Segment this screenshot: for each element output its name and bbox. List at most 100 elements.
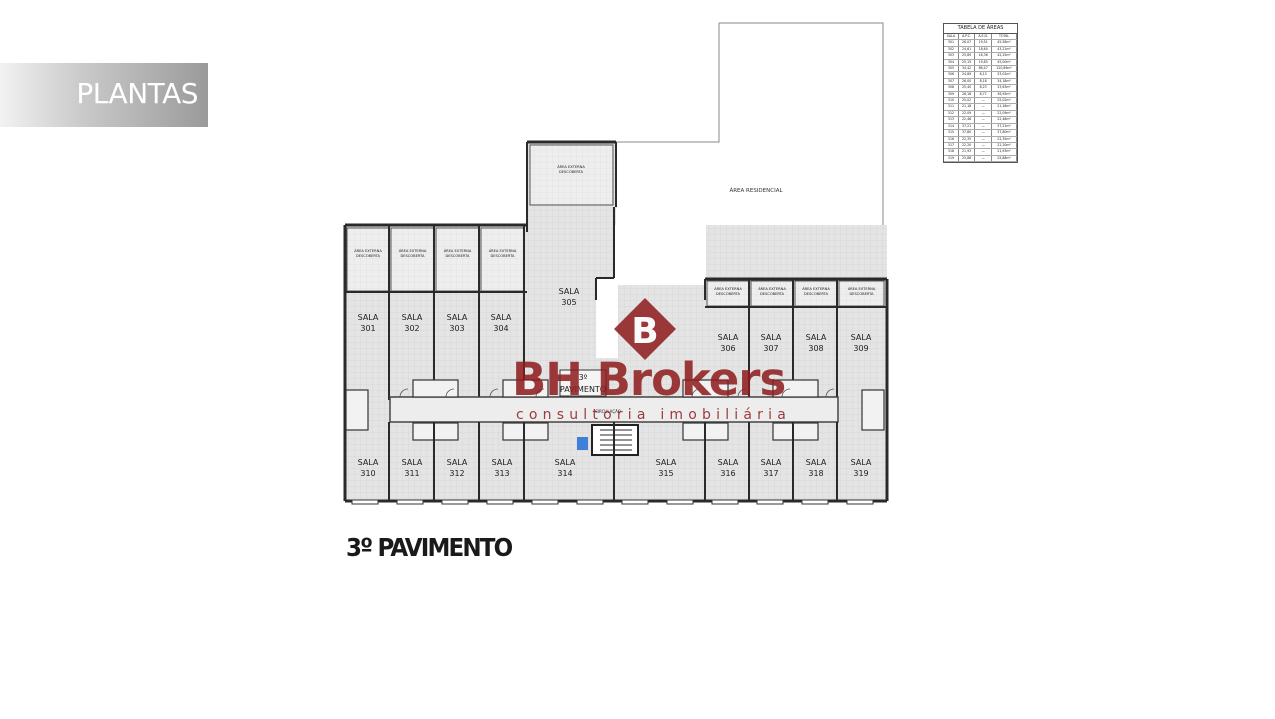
external-area-label: DESCOBERTA	[760, 292, 785, 296]
area-table-cell: 21,18	[958, 103, 976, 111]
area-table-cell: 21,18m²	[991, 103, 1017, 111]
external-area-label: ÁREA EXTERNA	[399, 248, 427, 253]
external-area-label: ÁREA EXTERNA	[489, 248, 517, 253]
restroom	[412, 379, 459, 398]
window	[441, 499, 469, 505]
area-table-cell: 21,93	[958, 148, 976, 156]
area-table-cell: 25,40	[958, 84, 976, 92]
door-swing	[535, 388, 545, 398]
external-area	[346, 227, 390, 292]
external-area-label: DESCOBERTA	[356, 254, 381, 258]
external-area-label: DESCOBERTA	[716, 292, 741, 296]
door-swing	[737, 388, 747, 398]
area-table-cell: —	[974, 123, 993, 131]
area-table-header-cell: SALA	[944, 34, 959, 41]
room-number: 311	[404, 469, 419, 478]
area-table-cell: 22,20	[958, 142, 976, 150]
room-number: 319	[853, 469, 868, 478]
area-table-cell: —	[974, 136, 993, 143]
area-table-cell: 316	[944, 136, 959, 143]
floor-label: PAVIMENTO	[560, 385, 606, 394]
door-swing	[781, 388, 791, 398]
area-table-cell: 37,21m²	[991, 123, 1017, 131]
room-number: 315	[658, 469, 673, 478]
external-area	[794, 280, 838, 307]
brand-tagline: consultoria imobiliária	[516, 407, 791, 423]
room-number: 305	[561, 298, 576, 307]
area-table-cell: 45,58m²	[991, 39, 1017, 47]
area-table-cell: 305	[944, 65, 959, 73]
area-table-cell: —	[974, 129, 993, 137]
window	[711, 499, 739, 505]
room-number: 301	[360, 324, 375, 333]
area-table-cell: —	[974, 148, 993, 156]
area-table-cell: 307	[944, 78, 959, 86]
brand-name: BH Brokers	[512, 353, 786, 406]
room-label: SALA	[559, 287, 580, 296]
area-table-cell: 311	[944, 103, 959, 111]
restroom	[772, 379, 819, 398]
window	[756, 499, 784, 505]
area-table-cell: 18,60	[974, 46, 993, 54]
area-table-cell: 317	[944, 142, 959, 150]
room-label: SALA	[402, 458, 423, 467]
external-area	[838, 280, 885, 307]
area-table-cell: —	[974, 142, 993, 150]
floor-caption: 3º PAVIMENTO	[346, 533, 513, 562]
area-table-cell: 313	[944, 116, 959, 124]
area-table-cell: 309	[944, 91, 959, 99]
room-number: 304	[493, 324, 508, 333]
area-table-cell: 43,21m²	[991, 46, 1017, 54]
room-label: SALA	[491, 313, 512, 322]
circulation-label: CIRCULAÇÃO	[595, 409, 621, 414]
room-label: SALA	[402, 313, 423, 322]
area-table-cell: 302	[944, 46, 959, 54]
area-table-cell: 34,42	[958, 65, 976, 73]
cutout	[614, 225, 706, 285]
area-table-cell: 37,80	[958, 129, 976, 137]
external-area-label: DESCOBERTA	[445, 254, 470, 258]
area-table-cell: 24,61	[958, 46, 976, 54]
area-table-header-cell: Á.P.C.	[958, 34, 976, 41]
room-label: SALA	[358, 313, 379, 322]
room-label: SALA	[806, 333, 827, 342]
external-area-label: DESCOBERTA	[559, 170, 584, 174]
external-area-label: DESCOBERTA	[400, 254, 425, 258]
area-table-cell: 315	[944, 129, 959, 137]
area-table-cell: —	[974, 97, 993, 105]
area-table-cell: —	[974, 155, 993, 163]
room-label: SALA	[718, 333, 739, 342]
room-label: SALA	[492, 458, 513, 467]
area-table-header-cell: TOTAL	[991, 34, 1017, 41]
bh-brokers-logo-icon: B	[614, 298, 676, 360]
area-table-cell: 26,00	[958, 78, 976, 86]
area-table-cell: —	[974, 103, 993, 111]
svg-text:B: B	[631, 311, 658, 352]
area-table-cell: 314	[944, 123, 959, 131]
restroom	[772, 422, 819, 441]
room-label: SALA	[851, 333, 872, 342]
area-table-cell: —	[974, 110, 993, 118]
restroom	[502, 422, 549, 441]
area-table-cell: 22,48	[958, 116, 976, 124]
section-title: PLANTAS	[76, 77, 198, 110]
room-number: 307	[763, 344, 778, 353]
area-table-cell: 22,09m²	[991, 110, 1017, 118]
area-table-cell: 36,95m²	[991, 91, 1017, 99]
area-table-cell: 33,02m²	[991, 71, 1017, 79]
area-table-cell: 306	[944, 71, 959, 79]
door-swing	[489, 388, 499, 398]
area-table-cell: 25,15	[958, 59, 976, 67]
area-table-cell: 86,47	[974, 65, 993, 73]
area-table-cell: 25,02m²	[991, 97, 1017, 105]
area-table-cell: 21,93m²	[991, 148, 1017, 156]
